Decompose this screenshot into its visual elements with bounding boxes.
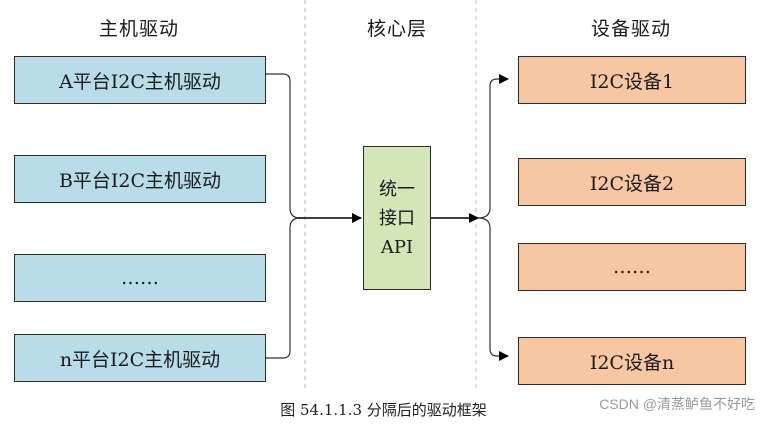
watermark: CSDN @清蒸鲈鱼不好吃 — [599, 396, 755, 412]
host-driver-box-n: n平台I2C主机驱动 — [14, 334, 266, 382]
host-column-title: 主机驱动 — [98, 18, 179, 40]
device-column-title: 设备驱动 — [590, 18, 671, 40]
device-driver-box-1: I2C设备1 — [518, 56, 746, 104]
host-driver-label: A平台I2C主机驱动 — [59, 70, 221, 93]
device-bracket-bottom — [477, 217, 509, 361]
core-api-line-2: 接口 — [379, 207, 415, 229]
device-driver-box-n: I2C设备n — [518, 337, 746, 385]
host-driver-label: n平台I2C主机驱动 — [59, 348, 221, 371]
device-driver-box-2: I2C设备2 — [518, 158, 746, 206]
core-api-line-3: API — [380, 236, 414, 258]
host-bracket-top — [266, 73, 301, 219]
device-driver-label: …… — [613, 256, 651, 278]
host-driver-box-ellipsis: …… — [14, 254, 266, 302]
host-driver-label: …… — [121, 267, 159, 289]
core-api-line-1: 统一 — [379, 178, 415, 200]
device-driver-box-ellipsis: …… — [518, 243, 746, 291]
device-driver-label: I2C设备2 — [589, 172, 675, 195]
core-api-box: 统一 接口 API — [363, 146, 431, 290]
host-driver-box-a: A平台I2C主机驱动 — [14, 56, 266, 104]
figure-caption: 图 54.1.1.3 分隔后的驱动框架 — [280, 401, 487, 419]
host-bracket-bottom — [266, 217, 301, 359]
device-bracket-top — [477, 74, 509, 219]
host-driver-label: B平台I2C主机驱动 — [58, 169, 222, 192]
host-driver-box-b: B平台I2C主机驱动 — [14, 155, 266, 203]
core-column-title: 核心层 — [366, 18, 427, 40]
device-driver-label: I2C设备1 — [589, 70, 675, 93]
device-driver-label: I2C设备n — [589, 351, 675, 374]
